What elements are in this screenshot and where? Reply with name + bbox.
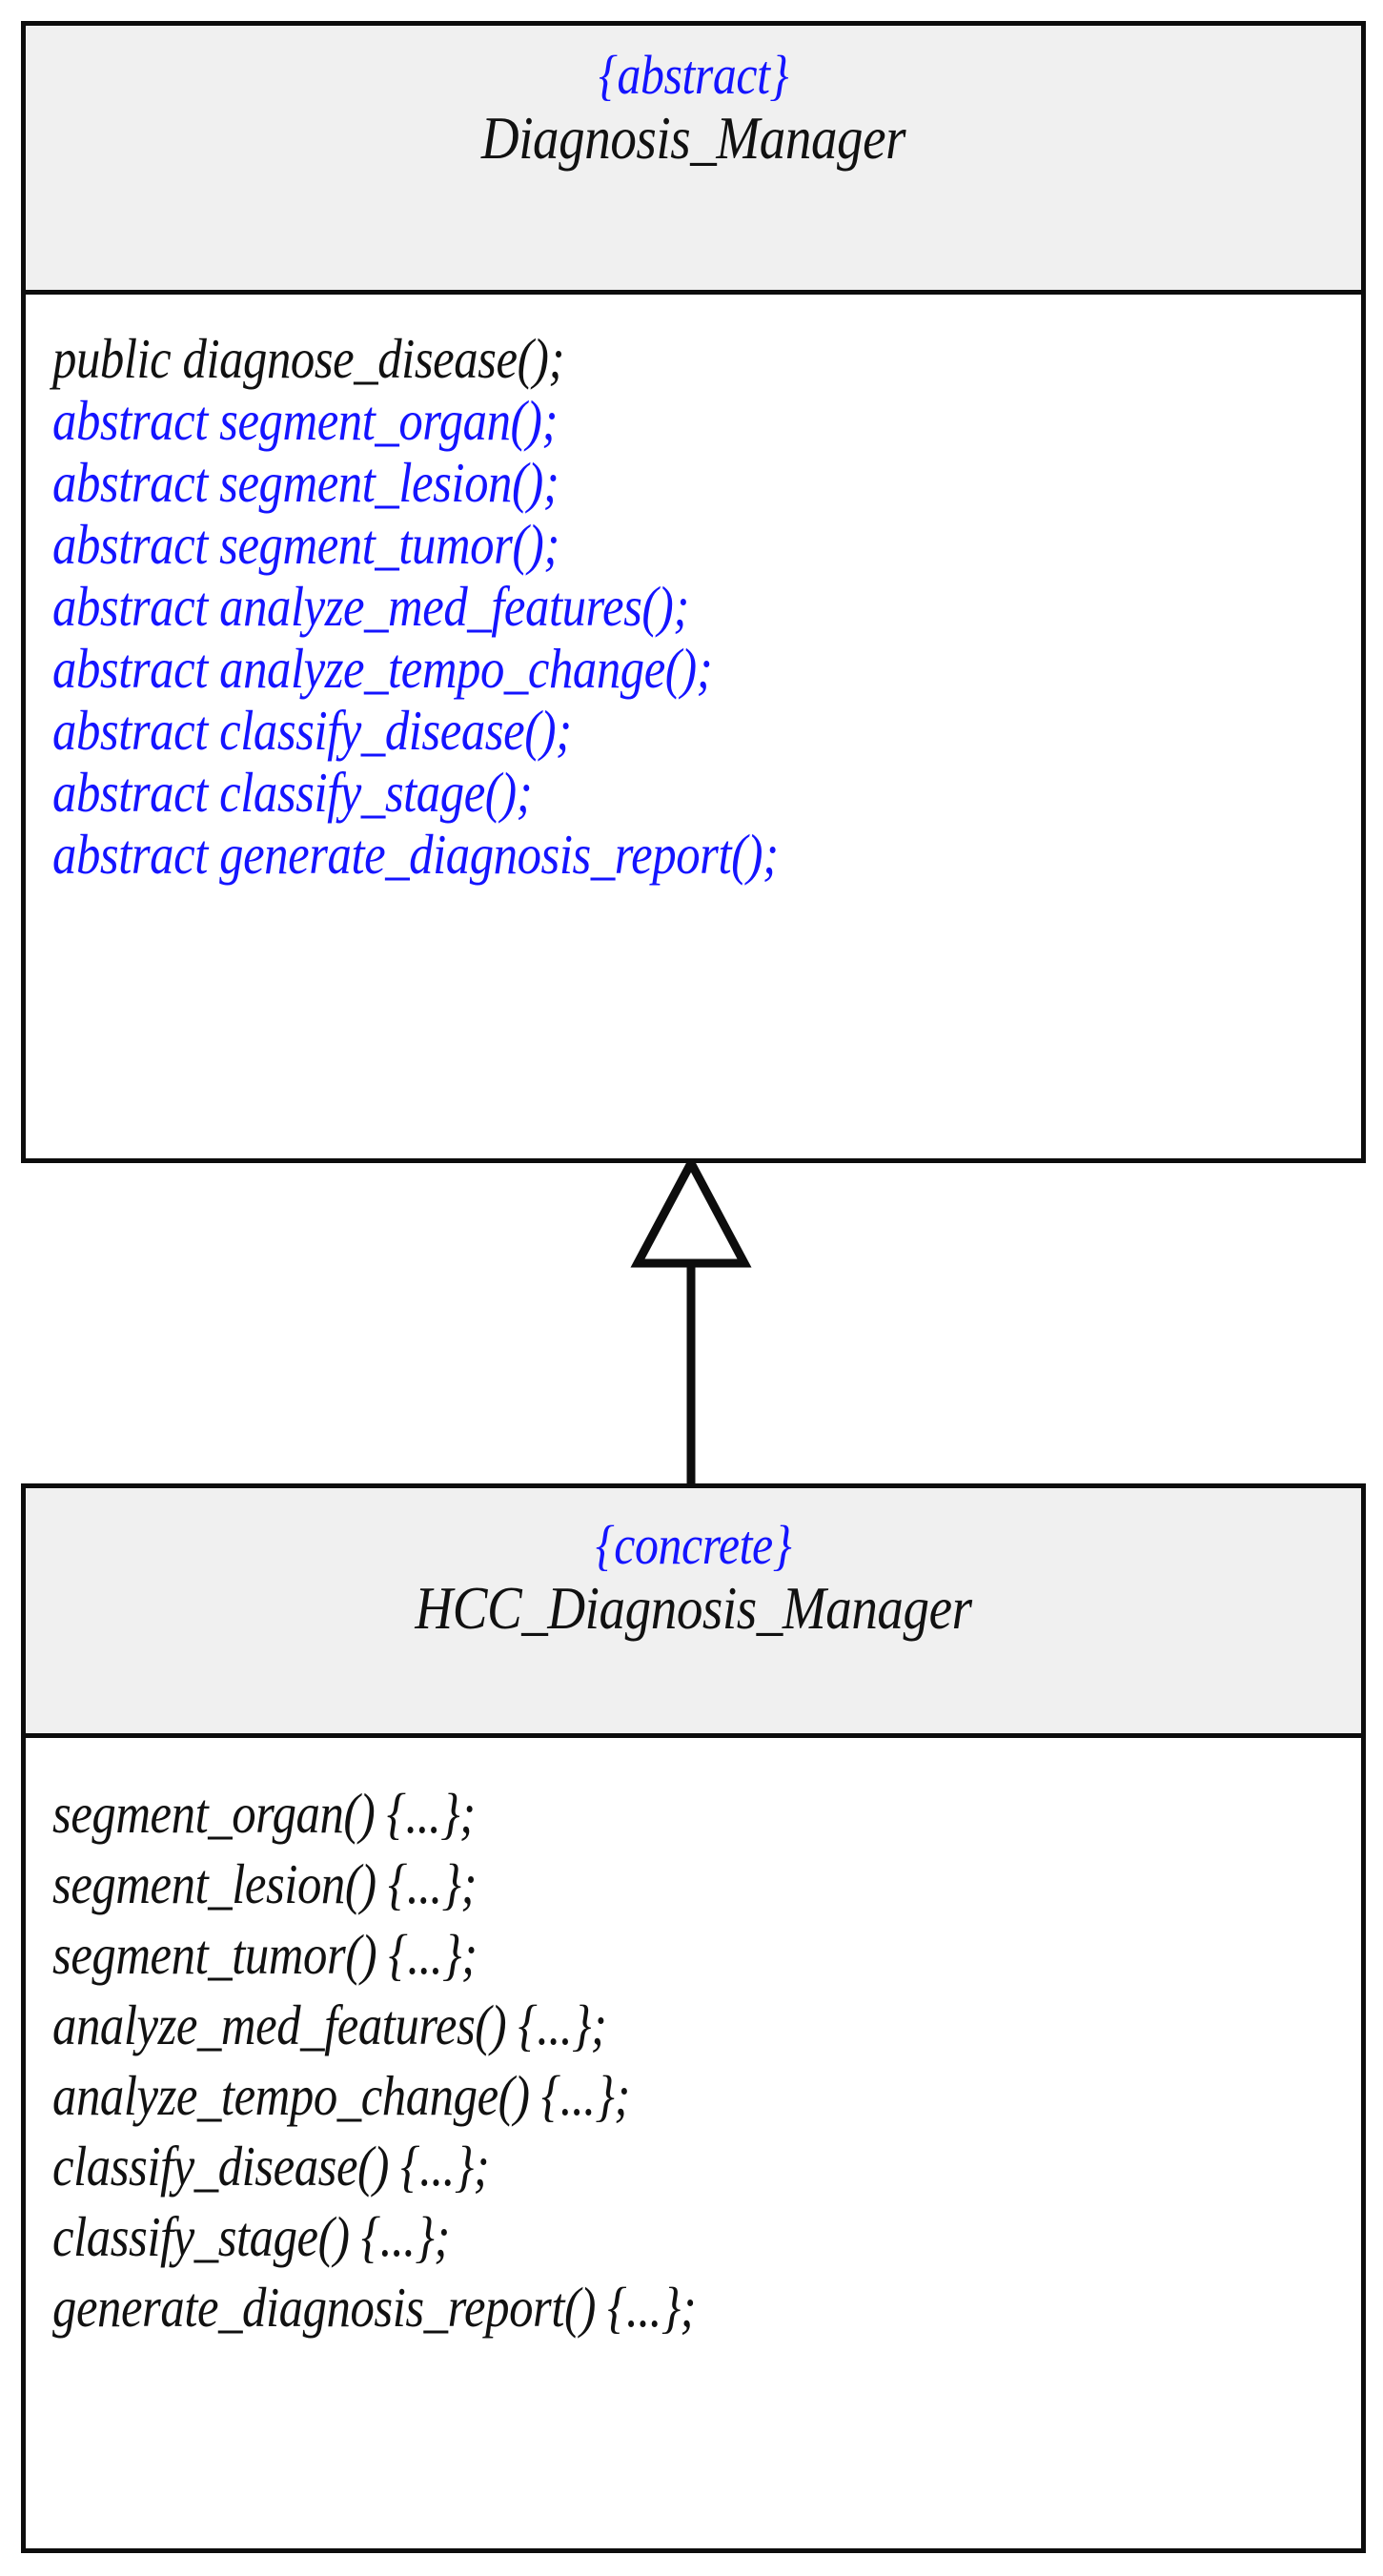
hollow-triangle-arrowhead — [630, 1158, 752, 1268]
class-box-diagnosis-manager[interactable]: {abstract} Diagnosis_Manager public diag… — [21, 21, 1366, 1163]
class-member: abstract segment_lesion(); — [52, 451, 559, 514]
class-member: abstract analyze_tempo_change(); — [52, 637, 713, 700]
class-member: classify_stage() {...}; — [52, 2205, 450, 2268]
class-member: abstract analyze_med_features(); — [52, 575, 689, 638]
class-member: abstract classify_disease(); — [52, 699, 572, 762]
class-member: analyze_tempo_change() {...}; — [52, 2064, 630, 2127]
class-header-diagnosis-manager: {abstract} Diagnosis_Manager — [26, 26, 1361, 295]
class-member: segment_lesion() {...}; — [52, 1852, 477, 1915]
generalization-arrow — [630, 1158, 752, 1487]
class-member: classify_disease() {...}; — [52, 2135, 490, 2198]
class-member: abstract segment_tumor(); — [52, 513, 559, 576]
class-stereotype-abstract: {abstract} — [598, 44, 789, 106]
class-member: analyze_med_features() {...}; — [52, 1993, 607, 2056]
class-member: abstract generate_diagnosis_report(); — [52, 823, 779, 886]
class-members-hcc-diagnosis-manager: segment_organ() {...}; segment_lesion() … — [26, 1738, 1361, 2336]
class-member: generate_diagnosis_report() {...}; — [52, 2276, 697, 2339]
class-stereotype-concrete: {concrete} — [595, 1514, 792, 1576]
class-member: segment_organ() {...}; — [52, 1782, 476, 1845]
class-member: abstract classify_stage(); — [52, 761, 533, 824]
class-member: segment_tumor() {...}; — [52, 1923, 478, 1986]
class-name-diagnosis-manager: Diagnosis_Manager — [480, 103, 906, 172]
class-member: abstract segment_organ(); — [52, 389, 558, 452]
class-name-hcc-diagnosis-manager: HCC_Diagnosis_Manager — [415, 1573, 972, 1642]
class-header-hcc-diagnosis-manager: {concrete} HCC_Diagnosis_Manager — [26, 1488, 1361, 1738]
class-box-hcc-diagnosis-manager[interactable]: {concrete} HCC_Diagnosis_Manager segment… — [21, 1483, 1366, 2553]
class-member: public diagnose_disease(); — [52, 327, 564, 390]
class-members-diagnosis-manager: public diagnose_disease(); abstract segm… — [26, 295, 1361, 883]
